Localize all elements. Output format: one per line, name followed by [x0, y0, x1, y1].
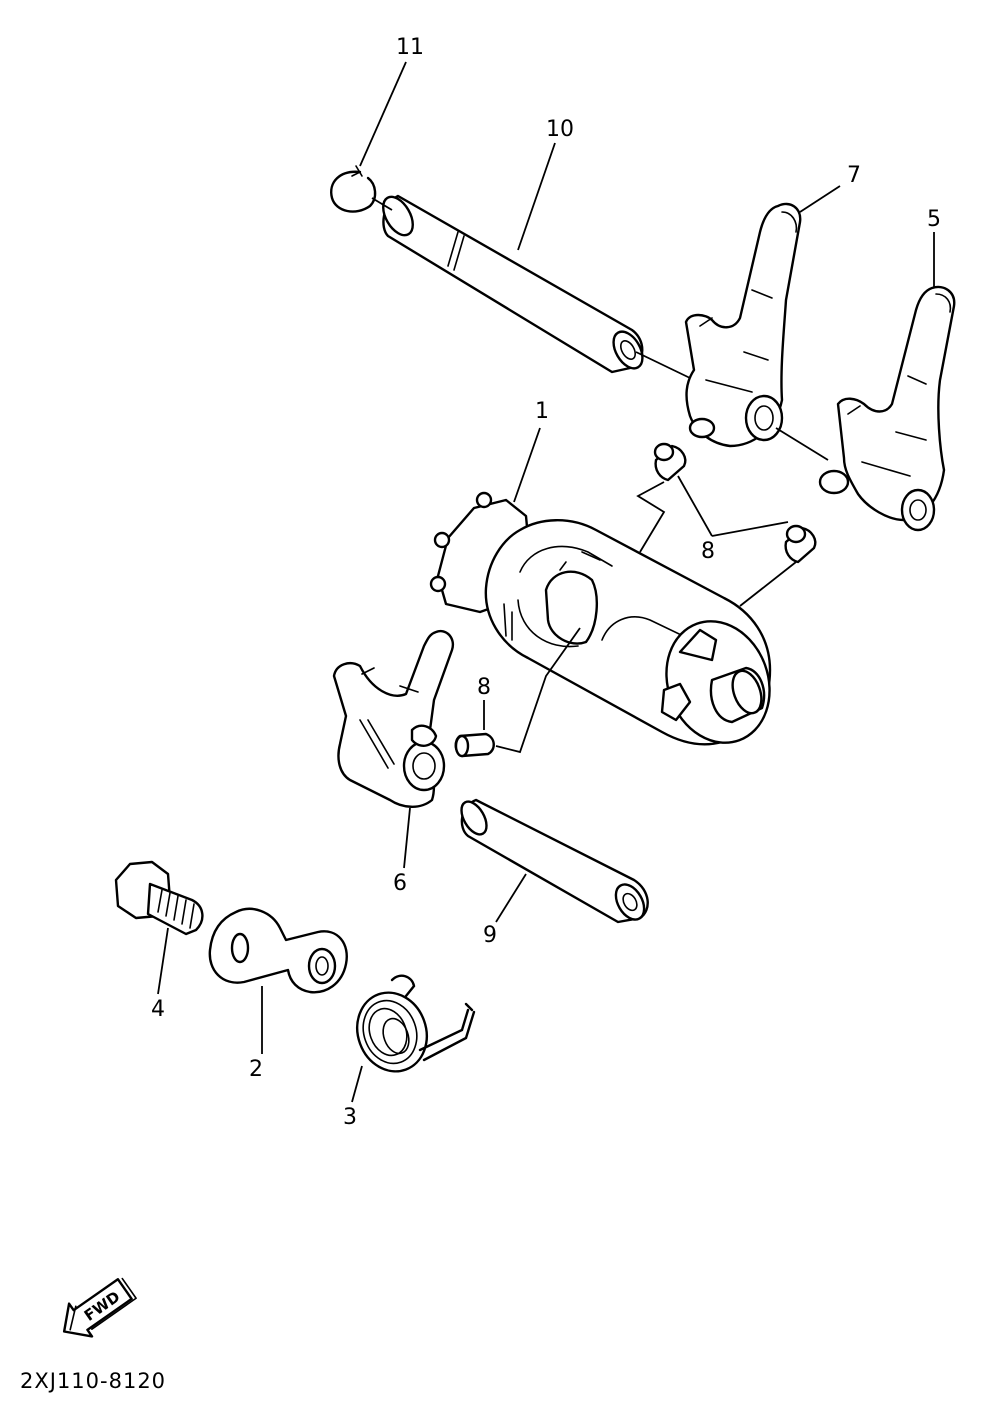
callout-labels: 11 10 7 5 1 8 8 6 9 4 2 3 — [151, 35, 941, 1130]
leader-lines — [157, 61, 935, 1103]
callout-11: 11 — [396, 35, 424, 60]
shift-fork-part-7 — [684, 202, 802, 448]
callout-6: 6 — [393, 871, 407, 896]
callout-2: 2 — [249, 1057, 263, 1082]
diagram-code: 2XJ110-8120 — [20, 1369, 166, 1393]
guide-bar-part-10 — [382, 194, 644, 374]
bolt-part-4 — [114, 860, 204, 936]
circlip-part-11 — [330, 165, 377, 213]
shift-fork-part-5 — [818, 285, 956, 532]
shift-fork-part-6 — [332, 629, 455, 808]
guide-bar-part-9 — [460, 798, 649, 924]
torsion-spring-part-3 — [356, 974, 476, 1073]
callout-5: 5 — [927, 207, 941, 232]
callout-7: 7 — [847, 163, 861, 188]
callout-10: 10 — [546, 117, 574, 142]
callout-8-lower: 8 — [477, 675, 491, 700]
guide-pin-part-8-upper-a — [653, 442, 687, 482]
callout-1: 1 — [535, 399, 549, 424]
guide-pin-part-8-upper-b — [784, 524, 817, 564]
callout-9: 9 — [483, 923, 497, 948]
shift-drum-part-1 — [429, 491, 772, 746]
callout-3: 3 — [343, 1105, 357, 1130]
fwd-arrow-icon: FWD — [62, 1277, 137, 1338]
callout-8-upper: 8 — [701, 539, 715, 564]
guide-pin-part-8-lower — [454, 732, 495, 758]
stopper-lever-part-2 — [208, 907, 348, 994]
callout-4: 4 — [151, 997, 165, 1022]
